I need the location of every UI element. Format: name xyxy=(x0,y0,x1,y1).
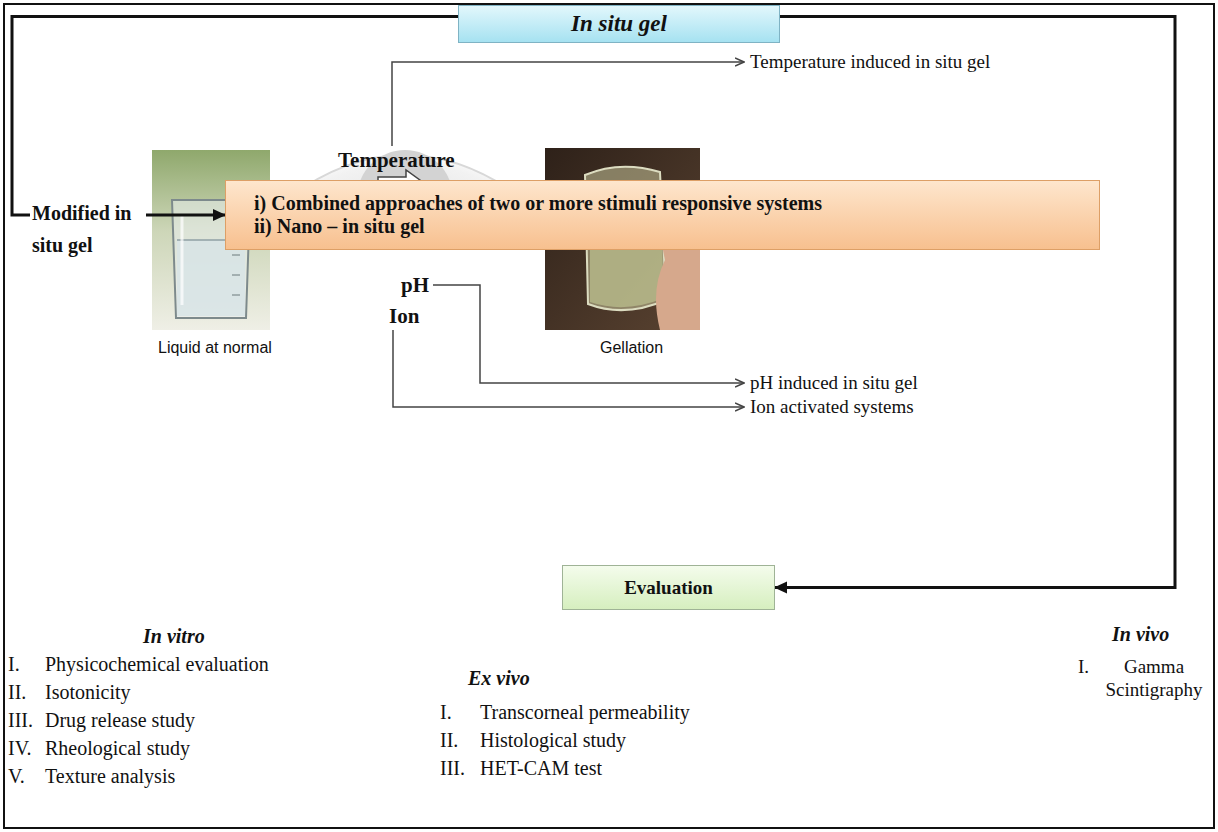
list-numeral: III. xyxy=(440,756,465,780)
list-numeral: I. xyxy=(8,652,20,676)
list-numeral: I. xyxy=(440,700,452,724)
approach-item: i) Combined approaches of two or more st… xyxy=(254,192,822,215)
stimulus-label: Ion xyxy=(389,304,419,329)
photo-caption: Liquid at normal xyxy=(158,338,272,357)
photo-caption: Gellation xyxy=(600,338,663,357)
approach-item: ii) Nano – in situ gel xyxy=(254,215,425,238)
list-item: Texture analysis xyxy=(45,764,175,788)
gel-type-label: Temperature induced in situ gel xyxy=(750,51,990,74)
list-numeral: II. xyxy=(8,680,26,704)
evaluation-category: Ex vivo xyxy=(468,666,530,690)
modified-gel-heading: Modified in situ gel xyxy=(30,197,146,261)
gel-type-label: Ion activated systems xyxy=(750,396,914,419)
list-numeral: IV. xyxy=(8,736,32,760)
list-item: HET-CAM test xyxy=(480,756,602,780)
list-numeral: II. xyxy=(440,728,458,752)
title-box: In situ gel xyxy=(458,5,780,43)
evaluation-heading: Evaluation xyxy=(624,577,713,599)
list-numeral: I. xyxy=(1078,656,1089,679)
list-item: Physicochemical evaluation xyxy=(45,652,269,676)
list-item: Rheological study xyxy=(45,736,190,760)
list-item: Histological study xyxy=(480,728,626,752)
title-text: In situ gel xyxy=(571,11,667,37)
list-numeral: III. xyxy=(8,708,33,732)
list-item: Transcorneal permeability xyxy=(480,700,690,724)
list-numeral: V. xyxy=(8,764,25,788)
connector-arrow xyxy=(775,16,1175,587)
list-item: Gamma Scintigraphy xyxy=(1102,656,1206,702)
modified-gel-box: i) Combined approaches of two or more st… xyxy=(225,180,1100,250)
stimulus-label: Temperature xyxy=(338,148,455,173)
evaluation-category: In vivo xyxy=(1112,622,1169,646)
evaluation-category: In vitro xyxy=(143,624,205,648)
list-item: Drug release study xyxy=(45,708,195,732)
gel-type-label: pH induced in situ gel xyxy=(750,372,918,395)
beaker-liquid xyxy=(177,240,245,316)
evaluation-box: Evaluation xyxy=(562,565,775,610)
stimulus-label: pH xyxy=(401,273,429,298)
list-item: Isotonicity xyxy=(45,680,131,704)
